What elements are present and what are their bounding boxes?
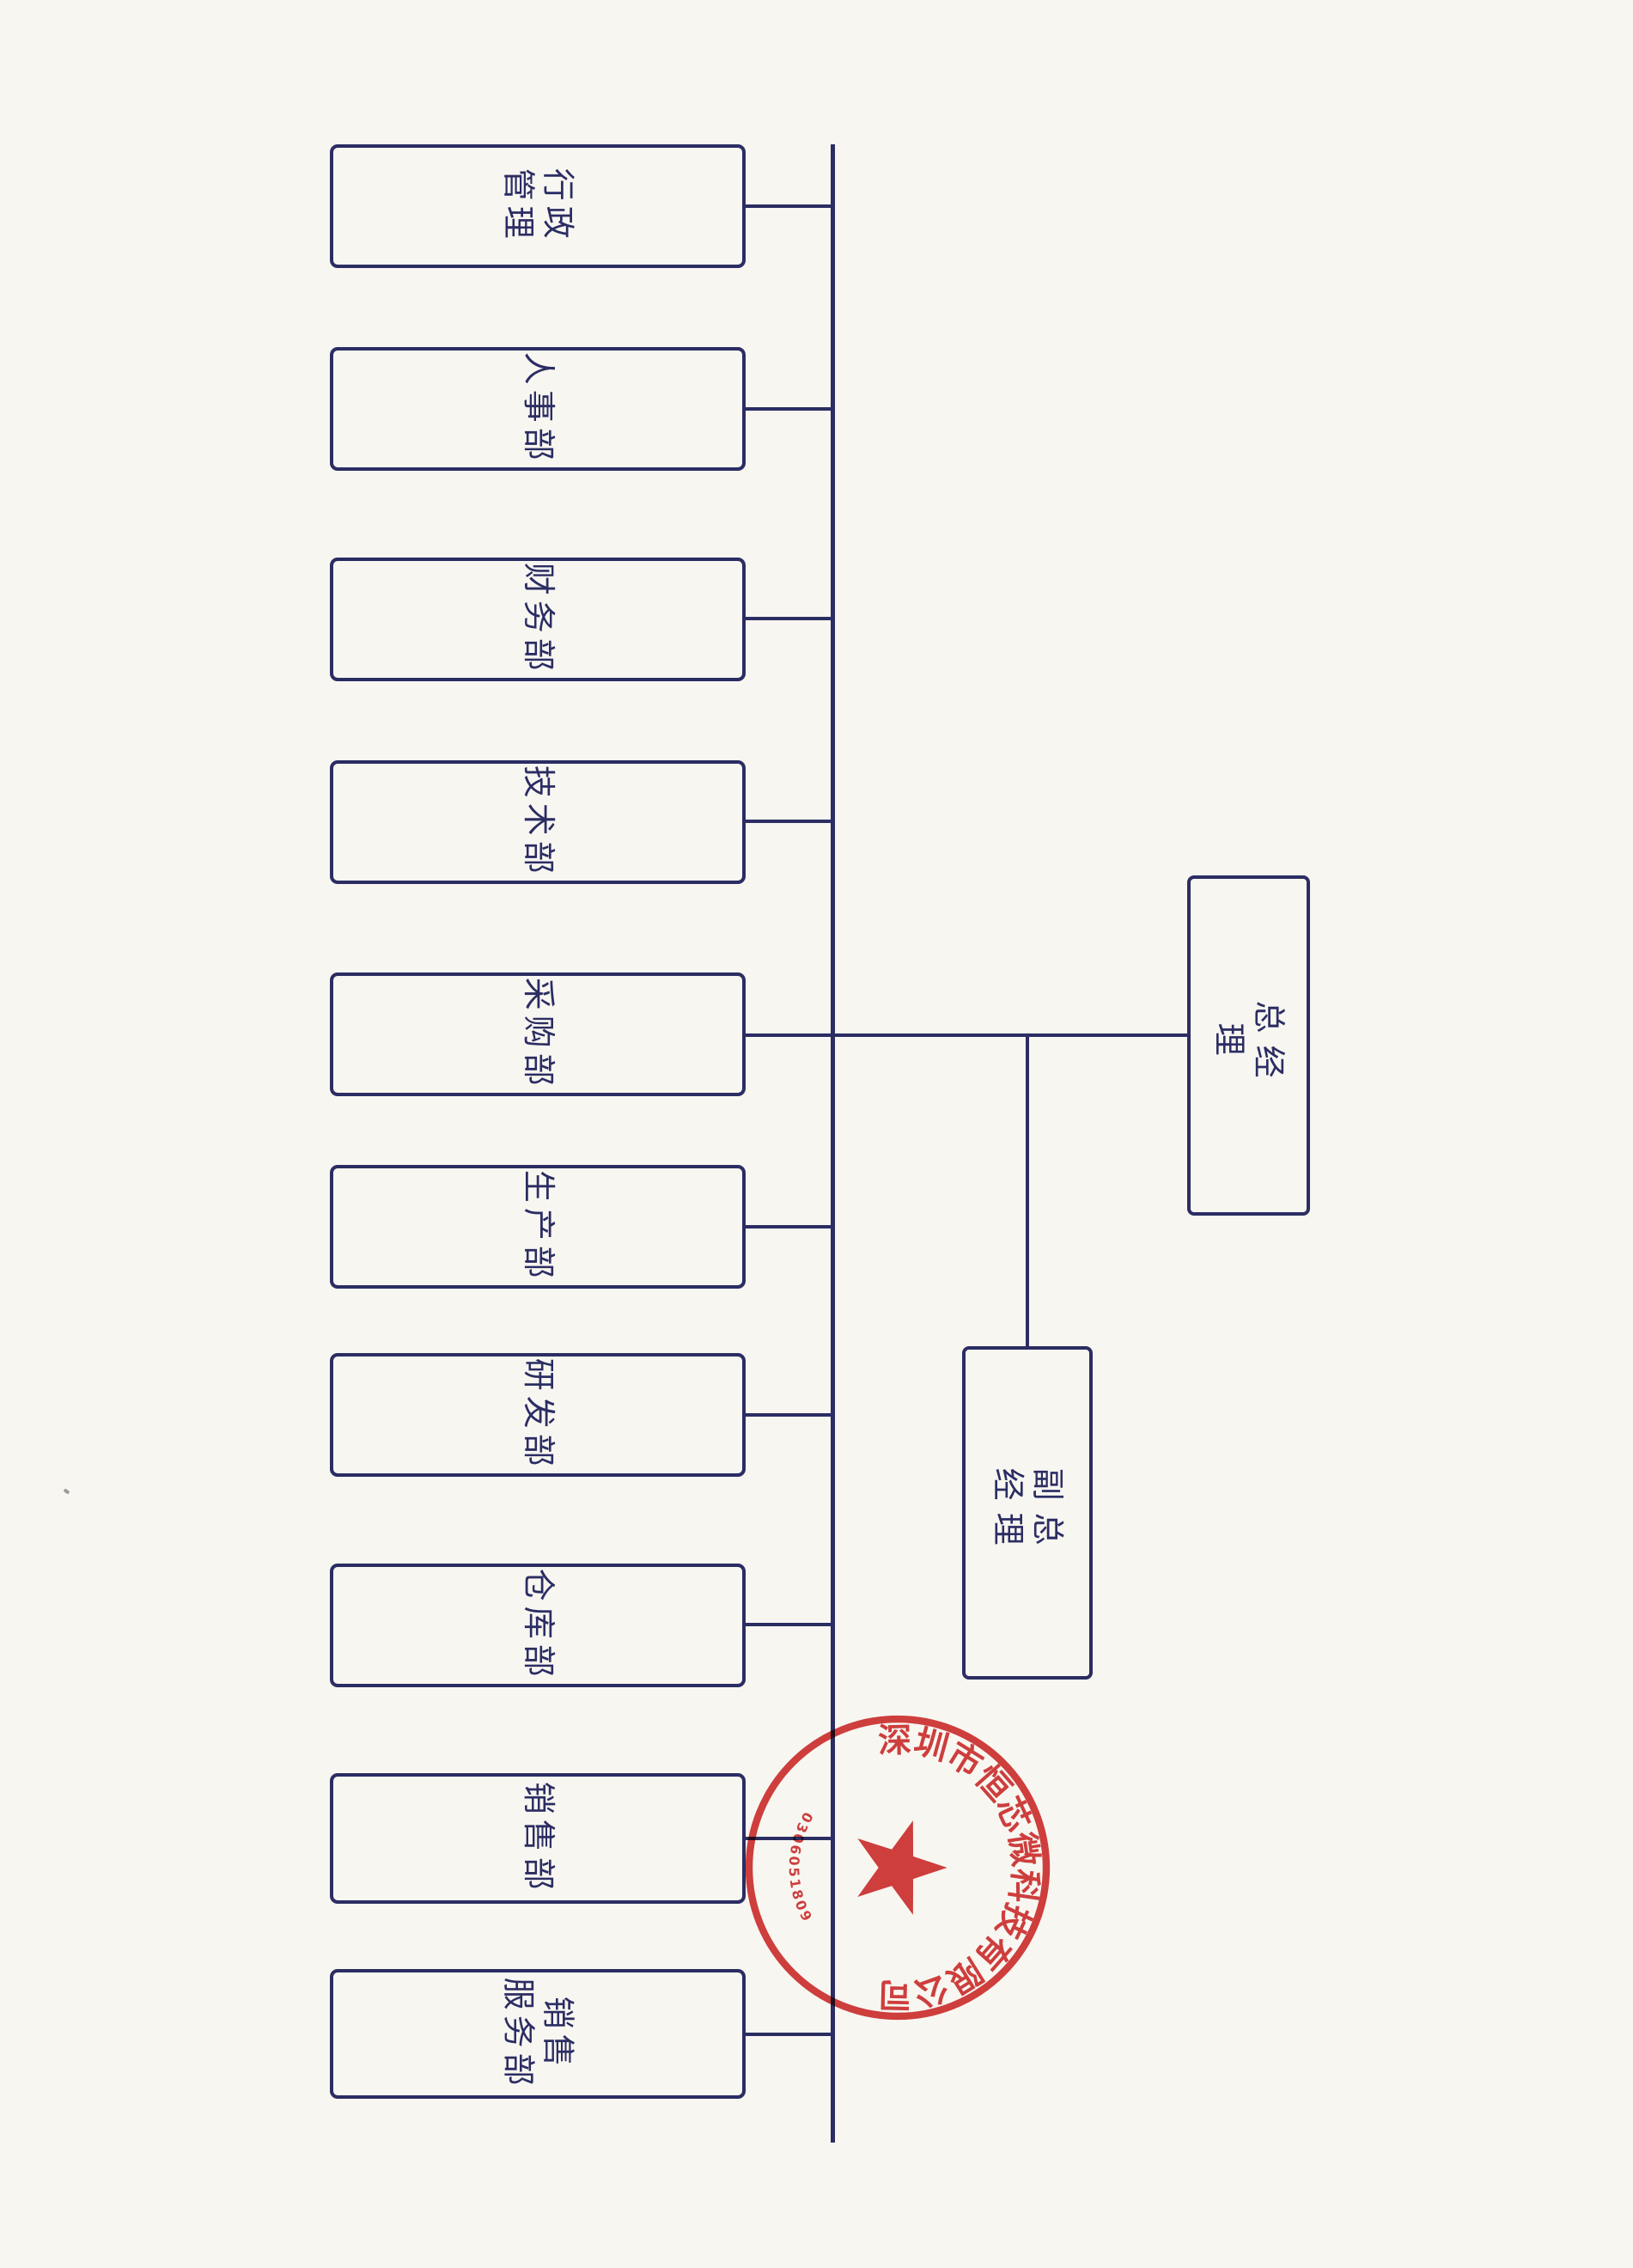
dept-box-finance: 财务部 xyxy=(330,558,746,681)
dept-label: 销售 服务部 xyxy=(499,1977,577,2091)
dept-label: 生产部 xyxy=(519,1169,558,1284)
dept-label: 财务部 xyxy=(519,562,558,677)
dept-box-technology: 技术部 xyxy=(330,760,746,884)
seal-ring xyxy=(745,1715,1051,2021)
dept-box-production: 生产部 xyxy=(330,1165,746,1289)
dept-label: 行政 管理 xyxy=(499,168,577,245)
dept-label: 仓库部 xyxy=(519,1568,558,1683)
dept-box-sales-service: 销售 服务部 xyxy=(330,1969,746,2099)
seal-star-icon xyxy=(857,1820,948,1915)
deputy-general-manager-label: 副总经理 xyxy=(990,1467,1067,1558)
connector-line xyxy=(746,1225,832,1228)
dept-label: 销售部 xyxy=(519,1781,558,1896)
seal-graphic: 深圳市恒芯微科技有限公司 0306051809 xyxy=(745,1715,1051,2021)
general-manager-label: 总经理 xyxy=(1210,1000,1289,1090)
scan-artifact xyxy=(63,1488,70,1495)
dept-label: 人事部 xyxy=(519,351,558,466)
general-manager-box: 总经理 xyxy=(1187,875,1310,1216)
dept-label: 研发部 xyxy=(519,1357,558,1472)
connector-line xyxy=(746,617,832,620)
dept-box-warehouse: 仓库部 xyxy=(330,1564,746,1687)
connector-line xyxy=(746,204,832,208)
connector-line xyxy=(746,1623,832,1626)
dept-box-hr: 人事部 xyxy=(330,347,746,471)
gm-connector-line xyxy=(746,1033,1187,1037)
dept-box-sales: 销售部 xyxy=(330,1773,746,1904)
seal-number: 0306051809 xyxy=(786,1809,817,1926)
company-seal: 深圳市恒芯微科技有限公司 0306051809 xyxy=(738,1708,1057,2027)
dept-box-admin-management: 行政 管理 xyxy=(330,144,746,268)
connector-line xyxy=(746,1837,832,1840)
connector-line xyxy=(746,820,832,823)
deputy-general-manager-box: 副总经理 xyxy=(962,1346,1093,1680)
deputy-gm-connector-line xyxy=(1026,1035,1029,1346)
dept-box-rnd: 研发部 xyxy=(330,1353,746,1477)
connector-line xyxy=(746,407,832,411)
trunk-line xyxy=(831,144,835,2143)
connector-line xyxy=(746,1413,832,1417)
dept-box-purchasing: 采购部 xyxy=(330,972,746,1096)
dept-label: 采购部 xyxy=(519,977,558,1092)
connector-line xyxy=(746,2033,832,2036)
dept-label: 技术部 xyxy=(519,765,558,880)
